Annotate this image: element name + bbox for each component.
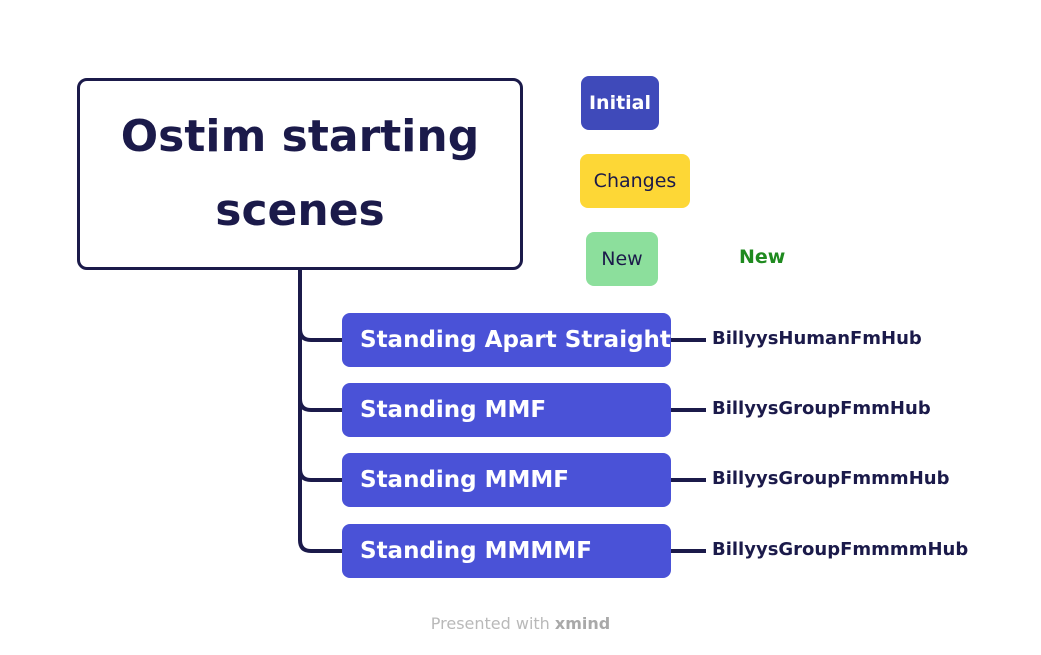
branch-topic-standing-apart-straight[interactable]: Standing Apart Straight xyxy=(342,313,671,367)
branch-topic-standing-mmmmf[interactable]: Standing MMMMF xyxy=(342,524,671,578)
legend-initial[interactable]: Initial xyxy=(581,76,659,130)
legend-changes[interactable]: Changes xyxy=(580,154,690,208)
root-title-line-2: scenes xyxy=(215,185,385,236)
xmind-logo-text: xmind xyxy=(554,614,611,633)
trunk-line xyxy=(298,267,342,553)
footer-prefix: Presented with xyxy=(430,614,550,633)
branch-connector-2 xyxy=(298,398,342,412)
branch-topic-standing-mmf[interactable]: Standing MMF xyxy=(342,383,671,437)
leaf-topic-billyysgroupfmmmmhub[interactable]: BillyysGroupFmmmmHub xyxy=(712,539,969,560)
legend-new[interactable]: New xyxy=(586,232,658,286)
leaf-topic-billyysgroupfmmmhub[interactable]: BillyysGroupFmmmHub xyxy=(712,468,950,489)
legend-new-label[interactable]: New xyxy=(739,246,786,268)
branch-connector-3 xyxy=(298,468,342,482)
branch-connector-1 xyxy=(298,328,342,342)
leaf-topic-billyysgroupfmmhub[interactable]: BillyysGroupFmmHub xyxy=(712,398,931,419)
root-topic-text: Ostim starting scenes xyxy=(100,100,500,248)
root-topic[interactable]: Ostim starting scenes xyxy=(77,78,523,270)
footer-attribution: Presented with xmind xyxy=(0,614,1041,633)
branch-topic-standing-mmmf[interactable]: Standing MMMF xyxy=(342,453,671,507)
leaf-topic-billyyshumanfmhub[interactable]: BillyysHumanFmHub xyxy=(712,328,922,349)
root-title-line-1: Ostim starting xyxy=(120,111,480,162)
